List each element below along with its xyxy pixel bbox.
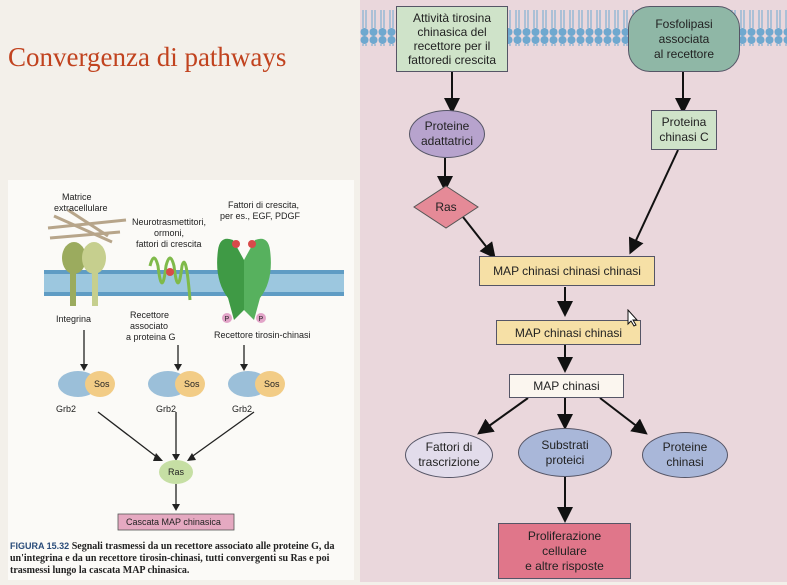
label-recettore-1: Recettore [130, 310, 169, 320]
label-matrice: Matrice [62, 192, 92, 202]
sos-label-2: Sos [184, 379, 200, 389]
pkc-line-1: Proteina [661, 115, 707, 129]
adattatrici-line-2: adattatrici [420, 134, 474, 148]
attivita-line-3: recettore per il [413, 39, 491, 53]
figure-caption: FIGURA 15.32 Segnali trasmessi da un rec… [10, 540, 350, 577]
proliferazione-line-3: e altre risposte [525, 558, 604, 573]
slide-title: Convergenza di pathways [8, 42, 287, 72]
pkc-line-2: chinasi C [659, 130, 709, 144]
fattori-trascrizione-oval: Fattori di trascrizione [405, 432, 493, 478]
fosfolipasi-box: Fosfolipasi associata al recettore [628, 6, 740, 72]
substrati-line-2: proteici [545, 452, 585, 467]
label-extracellulare: extracellulare [54, 203, 108, 213]
trascrizione-line-2: trascrizione [418, 455, 480, 469]
left-panel: Convergenza di pathways [0, 0, 360, 582]
label-recettore-3: a proteina G [126, 332, 176, 342]
grb2-label-2: Grb2 [156, 404, 176, 414]
proteine-chinasi-line-1: Proteine [662, 440, 708, 454]
substrati-line-1: Substrati [541, 437, 589, 452]
g-protein-coupled-receptor [148, 256, 192, 301]
fosfolipasi-line-3: al recettore [653, 46, 715, 61]
mapkkk-box: MAP chinasi chinasi chinasi [479, 256, 655, 286]
label-rtk: Recettore tirosin-chinasi [214, 330, 311, 340]
attivita-line-2: chinasica del [417, 25, 487, 39]
label-neuro-3: fattori di crescita [136, 239, 202, 249]
sos-label-1: Sos [94, 379, 110, 389]
proliferazione-line-1: Proliferazione [527, 528, 602, 543]
phospho-label-2: P [259, 316, 264, 323]
grb2-label-3: Grb2 [232, 404, 252, 414]
ras-diamond [413, 185, 479, 229]
sos-label-3: Sos [264, 379, 280, 389]
ecm-fibers [47, 208, 127, 244]
label-neuro-2: ormoni, [154, 228, 184, 238]
cascata-label: Cascata MAP chinasica [126, 517, 221, 527]
label-fattori-2: per es., EGF, PDGF [220, 211, 301, 221]
proliferazione-line-2: cellulare [542, 543, 587, 558]
attivita-tirosina-chinasica-box: Attività tirosina chinasica del recettor… [396, 6, 508, 72]
proteina-chinasi-c-box: Proteina chinasi C [651, 110, 717, 150]
integrin-receptor [62, 242, 106, 306]
grb2-sos-3: Sos Grb2 [228, 371, 285, 414]
fosfolipasi-line-1: Fosfolipasi [655, 16, 713, 31]
ras-label: Ras [435, 200, 457, 214]
mapkk-box: MAP chinasi chinasi [496, 320, 641, 345]
mouse-cursor-icon [627, 309, 639, 327]
convergence-illustration: P P Matrice extracellulare Neurotrasmett… [44, 192, 344, 531]
figure-number: FIGURA 15.32 [10, 541, 70, 551]
right-panel: Attività tirosina chinasica del recettor… [360, 0, 787, 582]
attivita-line-1: Attività tirosina [412, 11, 492, 25]
left-membrane [44, 270, 344, 296]
proteine-adattatrici-oval: Proteine adattatrici [409, 110, 485, 158]
receptor-tyrosine-kinase: P P [217, 238, 271, 323]
ras-node [159, 460, 193, 484]
ras-label: Ras [168, 467, 185, 477]
proteine-chinasi-line-2: chinasi [666, 455, 704, 469]
label-fattori-1: Fattori di crescita, [228, 200, 299, 210]
trascrizione-line-1: Fattori di [425, 440, 473, 454]
proteine-chinasi-oval: Proteine chinasi [642, 432, 728, 478]
mapk-box: MAP chinasi [509, 374, 624, 398]
proliferazione-box: Proliferazione cellulare e altre rispost… [498, 523, 631, 579]
grb2-sos-1: Sos Grb2 [56, 371, 115, 414]
pathway-arrows [437, 72, 691, 523]
figure-caption-text: Segnali trasmessi da un recettore associ… [10, 541, 335, 576]
cascata-box [117, 513, 235, 531]
grb2-sos-2: Sos Grb2 [148, 371, 205, 414]
figure-arrowheads [80, 364, 248, 511]
fosfolipasi-line-2: associata [658, 31, 710, 46]
figure-arrows [83, 330, 255, 506]
pathway-diagram [360, 10, 787, 523]
label-recettore-2: associato [130, 321, 168, 331]
attivita-line-4: fattoredi crescita [407, 53, 497, 67]
label-neuro-1: Neurotrasmettitori, [132, 217, 206, 227]
textbook-figure: P P Matrice extracellulare Neurotrasmett… [8, 180, 354, 580]
label-integrina: Integrina [56, 314, 91, 324]
adattatrici-line-1: Proteine [424, 119, 470, 133]
grb2-label-1: Grb2 [56, 404, 76, 414]
substrati-proteici-oval: Substrati proteici [518, 428, 612, 477]
phospho-label-1: P [225, 316, 230, 323]
